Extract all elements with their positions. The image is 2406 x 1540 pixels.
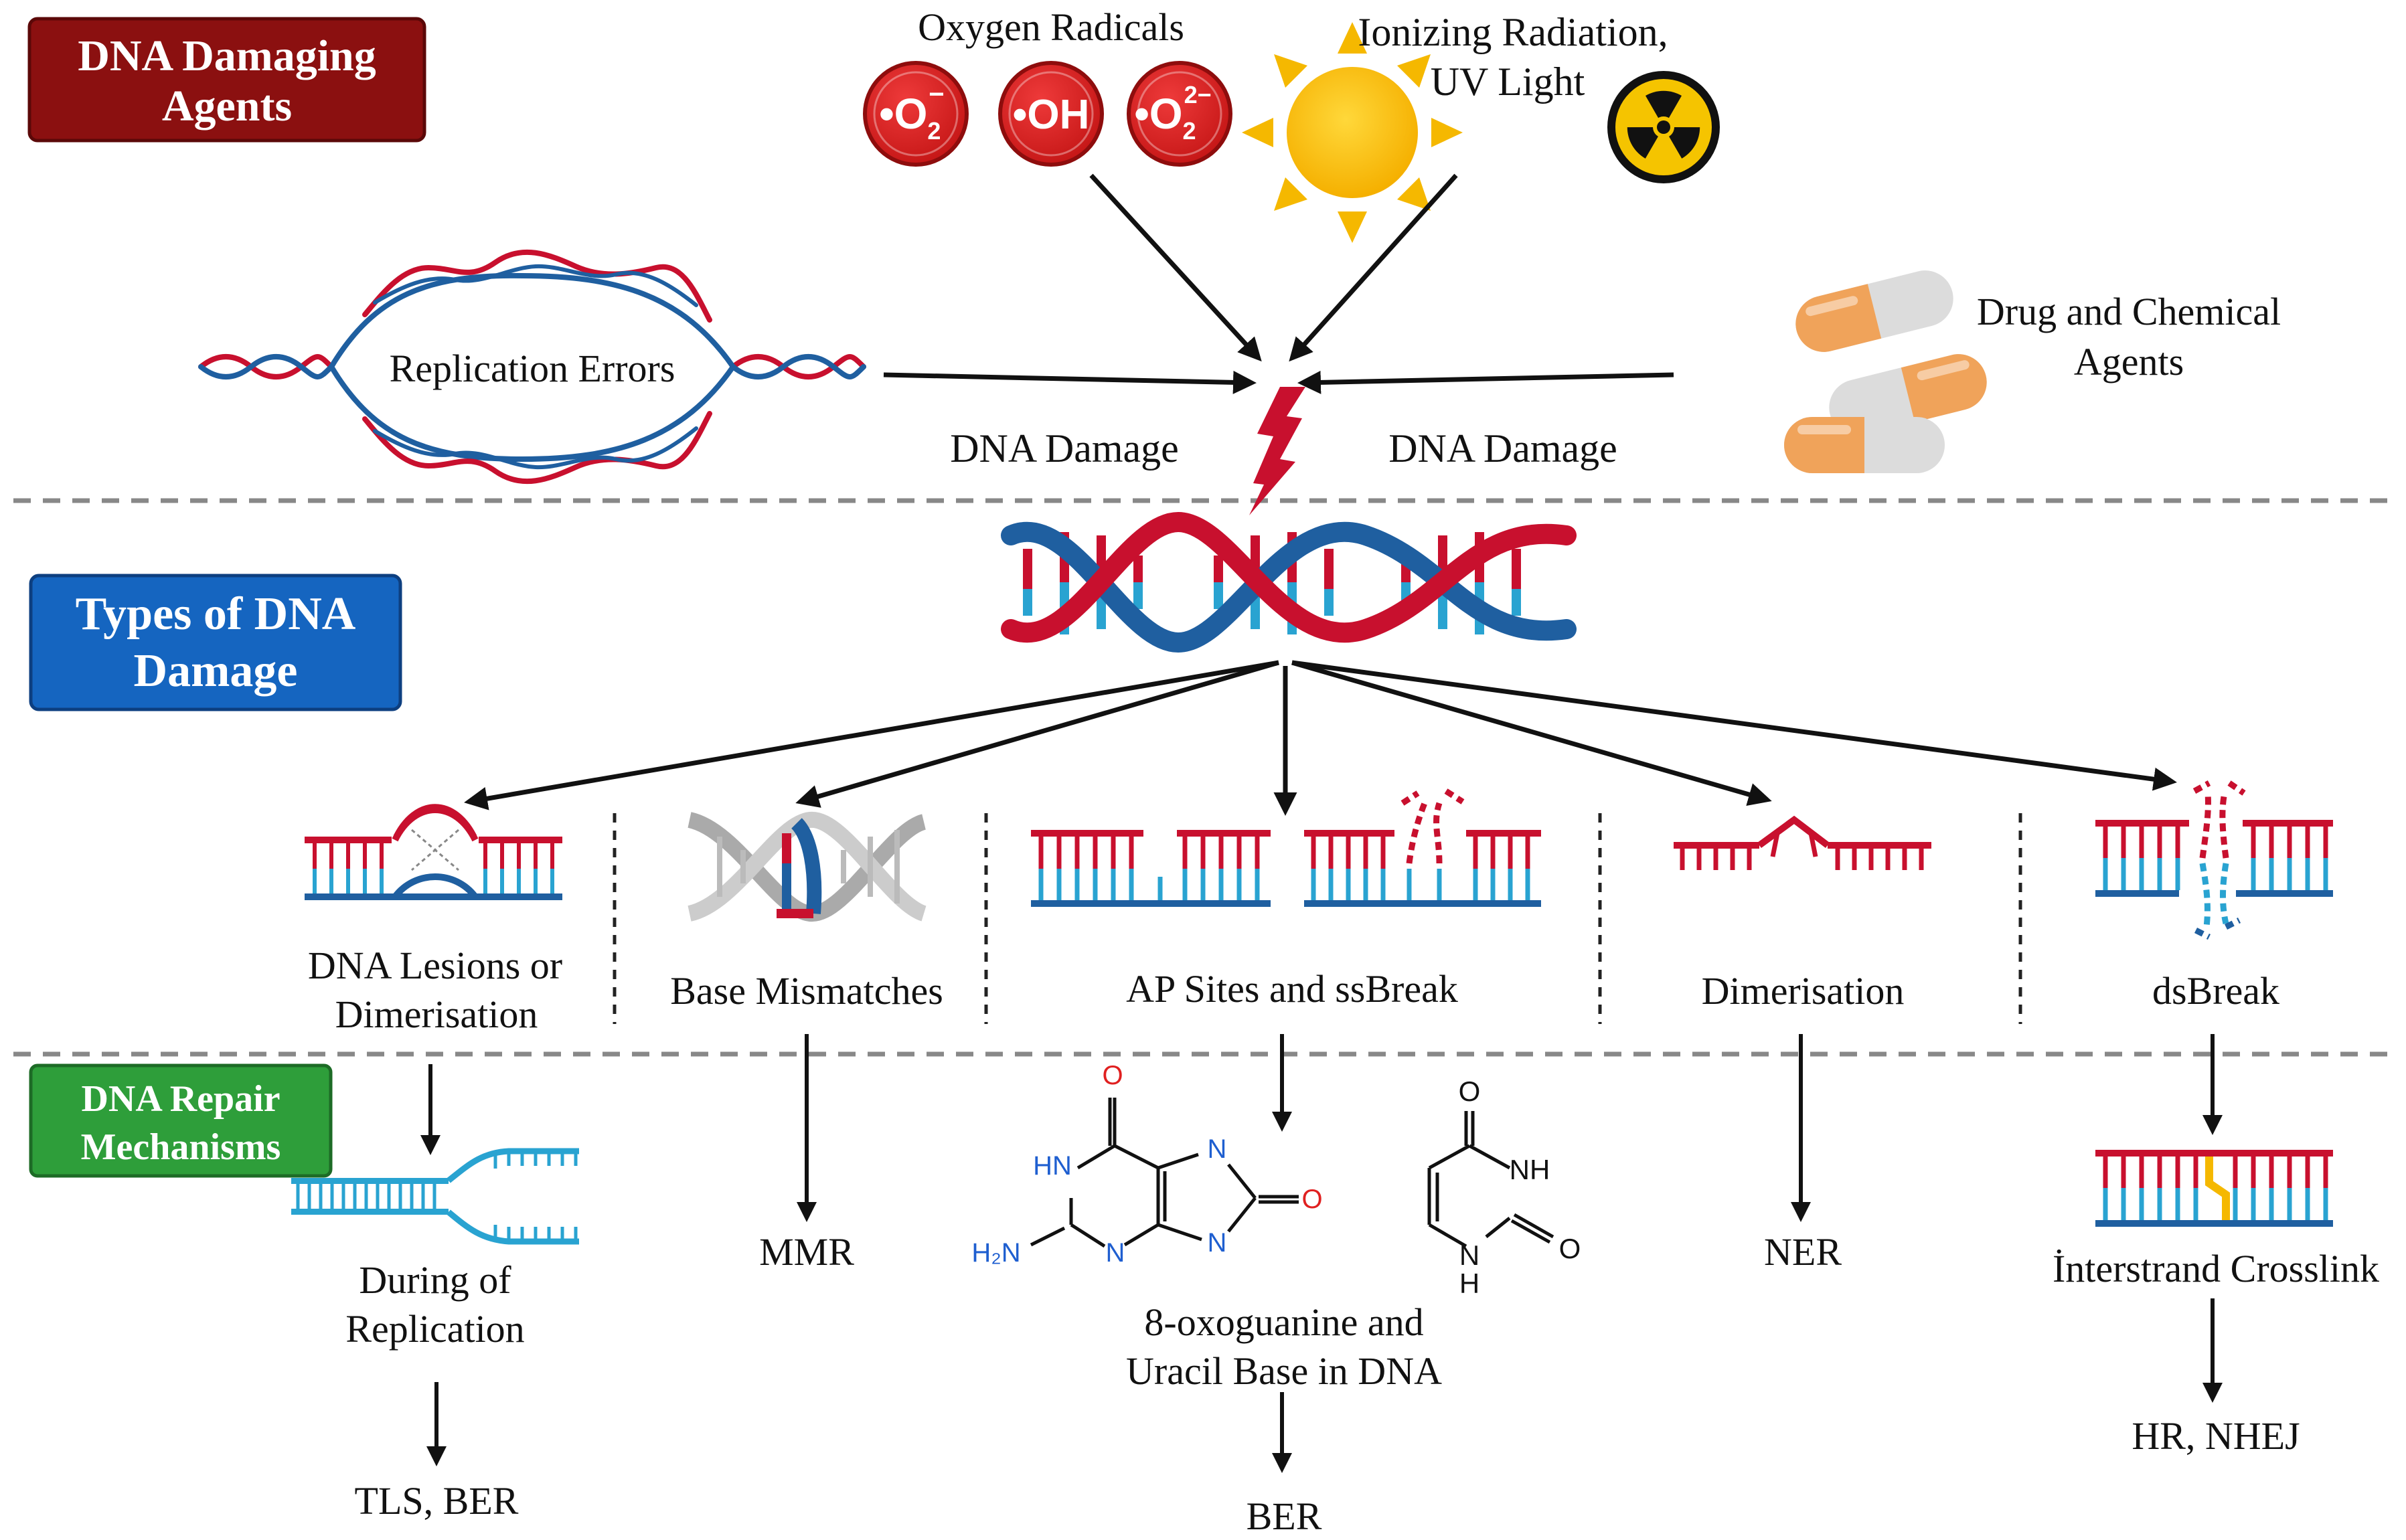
agents-box-line1: DNA Damaging [78,31,376,80]
svg-text:HN: HN [1033,1151,1072,1181]
radical-superoxide: •O2− [863,61,969,167]
type-label-lesions-line2: Dimerisation [335,993,538,1036]
pill-icon-3 [1784,417,1945,473]
replication-bubble-dna [198,249,866,485]
lightning-icon [1249,387,1305,515]
dna-damage-label-right: DNA Damage [1388,426,1617,470]
repair-box-line1: DNA Repair [81,1078,280,1120]
during-replication-line2: Replication [345,1307,524,1351]
types-box-line1: Types of DNA [76,588,356,640]
agent-arrows [883,173,1674,394]
svg-text:H: H [1459,1268,1479,1299]
crosslink-label: İnterstrand Crosslink [2053,1247,2379,1290]
dna-lesion-icon [305,804,562,900]
type-label-lesions-line1: DNA Lesions or [308,944,562,987]
dimerisation-icon [1674,815,1931,870]
svg-text:O: O [1301,1185,1322,1214]
uracil-structure: O NH O N H [1427,1076,1581,1299]
tls-ber-label: TLS, BER [355,1479,519,1523]
type-label-dsbreak: dsBreak [2152,969,2279,1013]
pill-icon-1 [1795,270,1953,352]
sun-icon [1242,22,1463,243]
svg-text:NH: NH [1510,1154,1550,1185]
radiation-icon [1607,71,1720,183]
replication-fork-icon [291,1148,579,1245]
type-label-dimerisation: Dimerisation [1702,969,1905,1013]
repair-box-line2: Mechanisms [81,1126,281,1168]
types-box-line2: Damage [134,645,298,697]
svg-text:N: N [1106,1238,1125,1268]
ber-label: BER [1247,1494,1322,1538]
replication-label-bg [367,340,698,396]
ap-site-icon [1031,830,1271,907]
ner-label: NER [1764,1230,1842,1274]
type-label-mismatches: Base Mismatches [670,969,943,1013]
dna-damage-label-left: DNA Damage [950,426,1179,470]
oxygen-radicals-title: Oxygen Radicals [918,5,1184,49]
type-label-ap-sites: AP Sites and ssBreak [1126,967,1458,1011]
agents-box-line2: Agents [162,82,292,131]
radical-hydroxyl: •OH [998,61,1104,167]
agents-section-box: DNA Damaging Agents [27,17,426,143]
ionizing-line2: UV Light [1431,60,1585,104]
ds-break-icon [2095,780,2333,940]
ionizing-line1: Ionizing Radiation, [1358,10,1668,54]
oxoguanine-structure: O HN N O N N H₂N [971,1061,1322,1268]
fan-arrows [464,660,2177,816]
column-dividers [613,813,2022,1024]
repair-section-box: DNA Repair Mechanisms [29,1063,333,1178]
types-section-box: Types of DNA Damage [29,574,402,711]
central-dna-helix [1001,511,1577,653]
crosslink-icon [2095,1150,2333,1227]
svg-text:•O22−: •O22− [1134,81,1211,145]
base-mismatch-icon [687,812,927,922]
svg-text:O: O [1459,1076,1481,1107]
svg-text:N: N [1208,1228,1227,1258]
svg-text:H₂N: H₂N [971,1238,1020,1268]
during-replication-line1: During of [359,1258,511,1302]
drug-line1: Drug and Chemical [1977,290,2281,333]
ss-break-icon [1304,788,1541,907]
drug-line2: Agents [2074,340,2184,383]
oxo-line1: 8-oxoguanine and [1144,1300,1423,1344]
repair-arrows [420,1034,2223,1473]
svg-text:N: N [1208,1134,1227,1164]
radical-peroxide: •O22− [1127,61,1232,167]
replication-errors-label: Replication Errors [390,347,675,390]
svg-text:•O2−: •O2− [879,80,945,145]
hr-nhej-label: HR, NHEJ [2132,1414,2300,1458]
svg-text:N: N [1459,1239,1479,1271]
svg-text:•OH: •OH [1013,92,1090,138]
mmr-label: MMR [759,1230,854,1274]
oxo-line2: Uracil Base in DNA [1126,1349,1442,1393]
svg-text:O: O [1102,1061,1123,1090]
svg-text:O: O [1559,1233,1581,1264]
pill-icon-2 [1829,354,1987,436]
